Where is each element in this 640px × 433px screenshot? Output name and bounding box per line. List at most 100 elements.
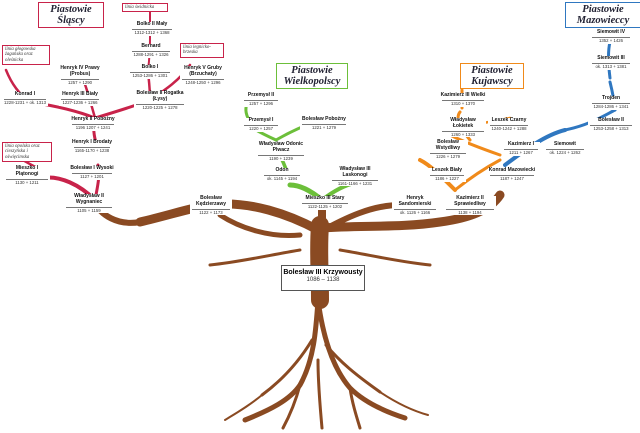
person-dates: 1127 + 1201 (80, 173, 104, 179)
person-dates: 1284-1286 + 1341 (593, 103, 629, 109)
person-henryk4: Henryk IV Prawy (Probus) 1257 + 1290 (59, 65, 101, 86)
title-kuyavia: Piastowie Kujawscy (460, 63, 524, 90)
person-name: Konrad I (14, 91, 36, 97)
note-swidnica: linia świdnicka (122, 3, 168, 13)
person-dates: 1253-1258 + 1313 (593, 125, 629, 131)
person-name: Władysław Łokietek (450, 117, 476, 129)
person-boleslaw2-mazowiecki: Bolesław II 1253-1258 + 1313 (588, 117, 634, 132)
person-name: Kazimierz III Wielki (440, 92, 486, 98)
person-name: Bolesław Kędzierzawy (195, 195, 226, 207)
person-name: Odon (275, 167, 289, 173)
person-dates: 1122 + 1173 (199, 209, 223, 215)
title-masovia: Piastowie Mazowieccy (565, 2, 640, 29)
person-name: Władysław Odonic Plwacz (258, 141, 304, 153)
person-dates: 1226 + 1279 (435, 153, 460, 159)
person-boleslaw-wstydliwy: Bolesław Wstydliwy 1226 + 1279 (428, 139, 468, 160)
person-name: Kazimierz II Sprawiedliwy (454, 195, 486, 207)
person-siemowit3: Siemowit III ok. 1313 + 1381 (590, 55, 632, 70)
person-dates: 1161-1166 + 1231 (337, 180, 373, 186)
person-dates: 1190 + 1239 (269, 155, 293, 161)
note-legnica: linia legnicko-brzeska (180, 43, 224, 58)
person-wladyslaw2: Władysław II Wygnaniec 1105 + 1159 (64, 193, 114, 214)
person-henryk3: Henryk III Biały 1227-1236 + 1266 (59, 91, 101, 106)
person-dates: 1352 + 1426 (598, 37, 623, 43)
person-name: Siemowit (554, 141, 576, 147)
person-name: Bolesław II Rogatka (Łysy) (136, 90, 184, 102)
title-silesia: Piastowie Śląscy (38, 2, 104, 29)
person-name: Henryk Sandomierski (398, 195, 432, 207)
note-opole: linia opolska oraz cieszyńska i oświęcim… (2, 142, 52, 162)
person-dates: 1288-1291 + 1326 (133, 51, 169, 57)
person-name: Siemowit III (597, 55, 625, 61)
person-name: Bernard (141, 43, 161, 49)
person-dates: 1257 + 1296 (248, 100, 273, 106)
person-konrad-mazowiecki: Konrad Mazowiecki 1187 + 1247 (488, 167, 536, 182)
person-wladyslaw-laskonogi: Władysław III Laskonogi 1161-1166 + 1231 (330, 166, 380, 187)
person-dates: 1196 1207 + 1241 (75, 124, 111, 130)
person-dates: 1187 + 1247 (500, 175, 524, 181)
person-name: Konrad Mazowiecki (488, 167, 536, 173)
person-dates: 1221 + 1279 (311, 124, 336, 130)
person-name: Bolesław Pobożny (302, 116, 346, 122)
person-name: Henryk II Pobożny (71, 116, 115, 122)
person-dates: 1211 + 1267 (509, 149, 533, 155)
root-node: Bolesław III Krzywousty 1086 – 1138 (281, 265, 365, 291)
person-name: Kazimierz I (507, 141, 535, 147)
person-dates: ok. 1126 + 1166 (399, 209, 431, 215)
person-dates: 1228-1231 + ok. 1313 (4, 99, 46, 105)
person-dates: 1260 + 1333 (450, 131, 475, 137)
person-name: Władysław III Laskonogi (339, 166, 371, 178)
person-name: Bolesław I Wysoki (70, 165, 114, 171)
roots (224, 297, 429, 430)
person-trojden: Trojden 1284-1286 + 1341 (590, 95, 632, 110)
person-odon: Odon ok. 1145 + 1194 (262, 167, 302, 182)
person-dates: 1310 + 1370 (450, 100, 475, 106)
person-dates: 1220-1225 + 1278 (142, 104, 178, 110)
person-leszek-czarny: Leszek Czarny 1240-1242 + 1288 (488, 117, 530, 132)
person-mieszko-platonogi: Mieszko I Plątonogi 1130 + 1211 (4, 165, 50, 186)
person-mieszko3: Mieszko III Stary 1122-1125 + 1202 (300, 195, 350, 210)
person-konrad1: Konrad I 1228-1231 + ok. 1313 (2, 91, 48, 106)
person-bolko1: Bolko I 1253-1286 + 1301 (128, 64, 172, 79)
person-dates: 1138 + 1194 (458, 209, 482, 215)
person-dates: 1165-1170 + 1238 (74, 147, 110, 153)
person-name: Henryk IV Prawy (Probus) (60, 65, 100, 77)
person-wladyslaw-odonic: Władysław Odonic Plwacz 1190 + 1239 (256, 141, 306, 162)
person-name: Leszek Czarny (491, 117, 527, 123)
person-dates: 1130 + 1211 (15, 179, 39, 185)
person-bernard: Bernard 1288-1291 + 1326 (130, 43, 172, 58)
person-boleslaw-pobozny: Bolesław Pobożny 1221 + 1279 (300, 116, 348, 131)
person-name: Leszek Biały (431, 167, 463, 173)
person-boleslaw2: Bolesław II Rogatka (Łysy) 1220-1225 + 1… (134, 90, 186, 111)
person-leszek-bialy: Leszek Biały 1186 + 1227 (428, 167, 466, 182)
person-name: Henryk III Biały (62, 91, 98, 97)
person-kazimierz-wielki: Kazimierz III Wielki 1310 + 1370 (440, 92, 486, 107)
person-siemowit4: Siemowit IV 1352 + 1426 (590, 29, 632, 44)
person-henryk2: Henryk II Pobożny 1196 1207 + 1241 (70, 116, 116, 131)
person-dates: 1086 – 1138 (306, 277, 340, 283)
person-henryk-sandomierski: Henryk Sandomierski ok. 1126 + 1166 (392, 195, 438, 216)
person-dates: 1220 + 1257 (248, 125, 273, 131)
person-dates: 1186 + 1227 (435, 175, 459, 181)
person-dates: 1257 + 1290 (67, 79, 92, 85)
person-dates: 1227-1236 + 1266 (62, 99, 98, 105)
person-name: Przemysł I (248, 117, 274, 123)
person-name: Henryk V Gruby (Brzuchaty) (184, 65, 222, 77)
person-kazimierz-sprawiedliwy: Kazimierz II Sprawiedliwy 1138 + 1194 (444, 195, 496, 216)
person-name: Mieszko I Plątonogi (15, 165, 39, 177)
person-dates: 1253-1286 + 1301 (132, 72, 168, 78)
person-kazimierz-kujawski: Kazimierz I 1211 + 1267 (502, 141, 540, 156)
person-name: Przemysł II (247, 92, 275, 98)
person-dates: ok. 1313 + 1381 (595, 63, 627, 69)
person-boleslaw-kedzierzawy: Bolesław Kędzierzawy 1122 + 1173 (190, 195, 232, 216)
person-name: Bolesław Wstydliwy (435, 139, 461, 151)
person-name: Bolko II Mały (136, 21, 168, 27)
person-boleslaw-wysoki: Bolesław I Wysoki 1127 + 1201 (70, 165, 114, 180)
person-przemysl2: Przemysł II 1257 + 1296 (242, 92, 280, 107)
person-name: Mieszko III Stary (305, 195, 345, 201)
person-siemowit: Siemowit ok. 1224 + 1262 (544, 141, 586, 156)
person-dates: ok. 1145 + 1194 (266, 175, 298, 181)
person-name: Bolesław II (598, 117, 624, 123)
person-henryk1: Henryk I Brodaty 1165-1170 + 1238 (72, 139, 112, 154)
person-przemysl1: Przemysł I 1220 + 1257 (242, 117, 280, 132)
